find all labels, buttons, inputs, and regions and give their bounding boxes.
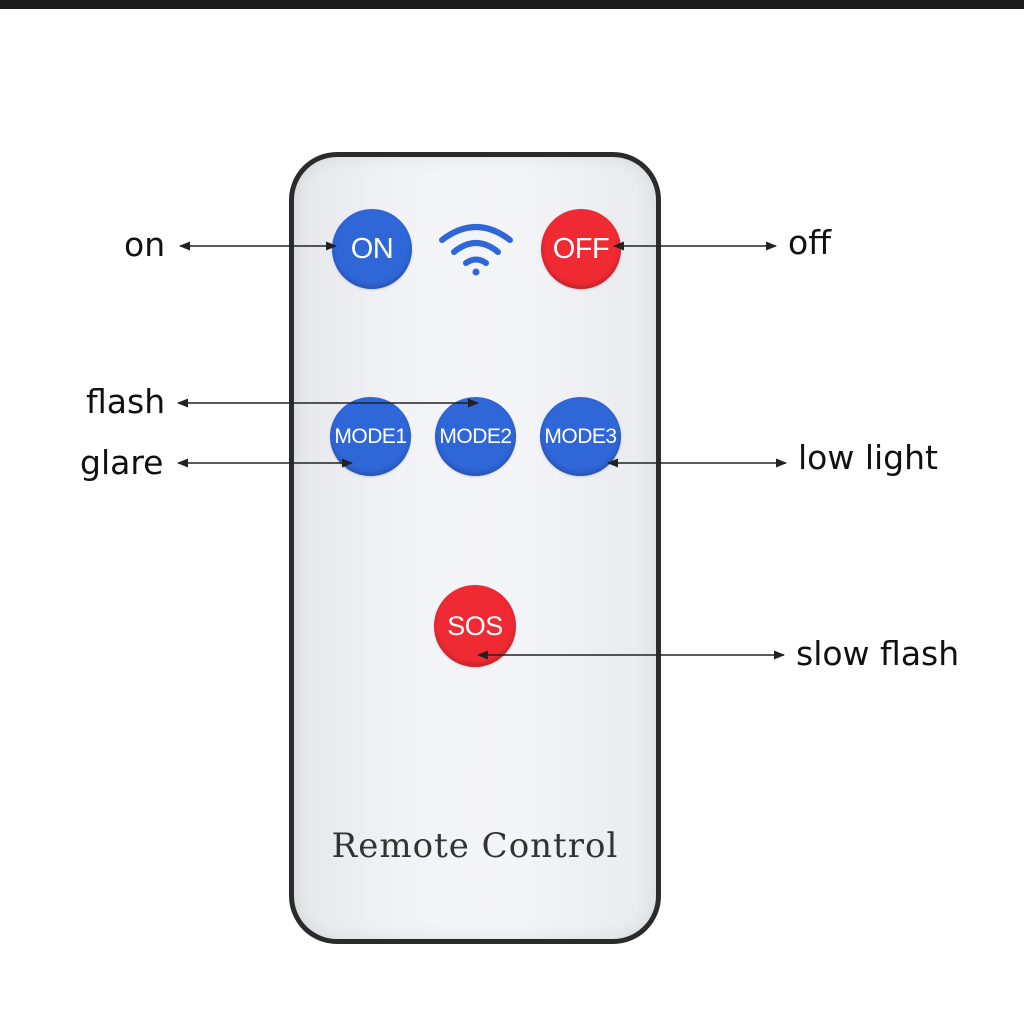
- mode1-button-label: MODE1: [334, 424, 407, 448]
- callout-flash: flash: [86, 382, 166, 421]
- mode2-button[interactable]: MODE2: [435, 397, 516, 476]
- callout-slow-flash: slow flash: [796, 634, 960, 673]
- sos-button-label: SOS: [447, 610, 503, 641]
- mode3-button-label: MODE3: [544, 424, 617, 448]
- sos-button[interactable]: SOS: [434, 585, 516, 667]
- callout-glare: glare: [80, 443, 164, 482]
- on-button-label: ON: [350, 232, 394, 265]
- off-button[interactable]: OFF: [541, 209, 621, 289]
- wifi-icon: [439, 224, 513, 276]
- mode3-button[interactable]: MODE3: [540, 397, 621, 476]
- mode1-button[interactable]: MODE1: [330, 397, 411, 476]
- top-border-bar: [0, 0, 1024, 9]
- remote-caption: Remote Control: [331, 826, 619, 866]
- callout-low-light: low light: [798, 438, 938, 477]
- off-button-label: OFF: [552, 232, 610, 265]
- on-button[interactable]: ON: [332, 209, 412, 289]
- callout-on: on: [124, 225, 166, 264]
- mode2-button-label: MODE2: [439, 424, 512, 448]
- callout-off: off: [788, 223, 831, 262]
